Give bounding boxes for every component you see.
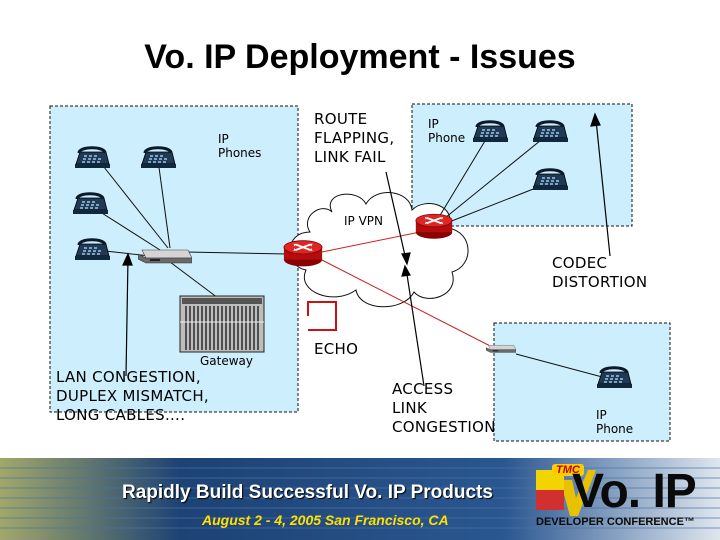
gateway-icon (179, 295, 265, 353)
wan-links (317, 231, 499, 351)
codec-distortion-label: CODEC DISTORTION (552, 254, 648, 291)
developer-conference-label: DEVELOPER CONFERENCE™ (536, 516, 695, 528)
ip-phones-label: IP Phones (218, 132, 262, 160)
access-switch-icon (486, 344, 516, 353)
route-flapping-label: ROUTE FLAPPING, LINK FAIL (314, 110, 395, 166)
remote-top-wiring (435, 135, 547, 225)
lan-switch-icon (138, 249, 192, 264)
slide-title: Vo. IP Deployment - Issues (144, 38, 576, 76)
echo-marker (307, 301, 337, 331)
voip-logo-text: Vo. IP (572, 465, 697, 518)
access-congestion-label: ACCESS LINK CONGESTION (392, 380, 496, 436)
router-icon (282, 239, 324, 268)
footer-tagline: Rapidly Build Successful Vo. IP Products (122, 482, 493, 503)
footer-banner (0, 458, 720, 540)
ip-phone-bottom-label: IP Phone (596, 408, 634, 436)
tmc-logo-badge: TMC (552, 464, 584, 476)
remote-site-bottom-area (493, 322, 671, 442)
router-icon (414, 213, 454, 240)
ip-vpn-label: IP VPN (344, 214, 384, 228)
gateway-label: Gateway (200, 354, 254, 368)
footer-date-location: August 2 - 4, 2005 San Francisco, CA (202, 512, 449, 528)
ip-phone-top-label: IP Phone (428, 117, 466, 145)
echo-label: ECHO (314, 340, 359, 358)
callout-arrows (122, 112, 611, 387)
lan-congestion-label: LAN CONGESTION, DUPLEX MISMATCH, LONG CA… (56, 368, 209, 424)
remote-bottom-wiring (515, 353, 607, 379)
